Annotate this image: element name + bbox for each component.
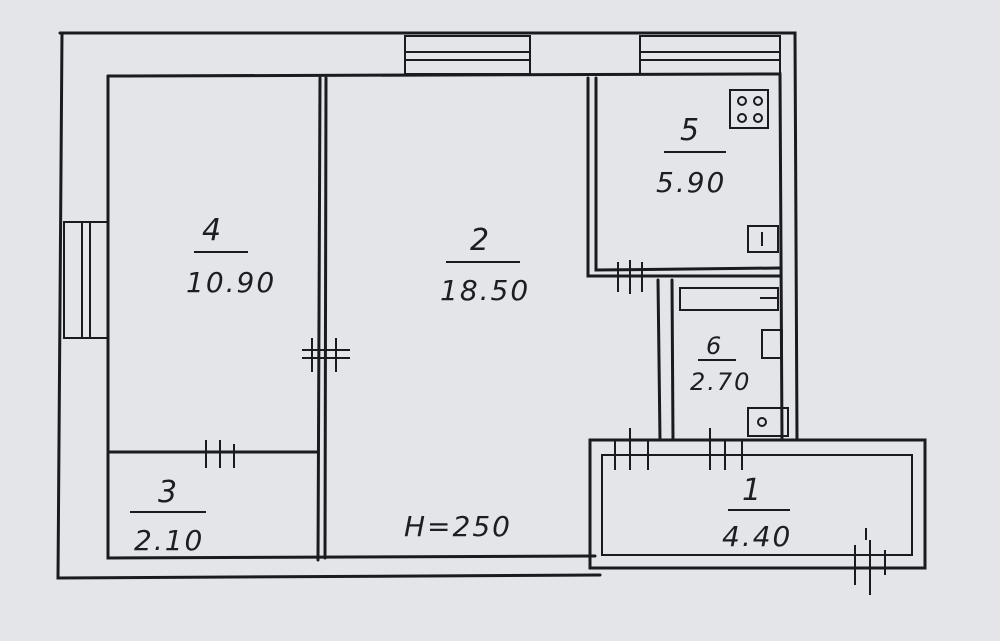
bathtub-icon <box>679 287 779 311</box>
window-left <box>63 221 109 339</box>
room-2-label: 2 18.50 <box>440 223 530 307</box>
room-number: 4 <box>202 213 221 248</box>
stove-icon <box>729 89 769 129</box>
room-4-label: 4 10.90 <box>186 213 276 299</box>
room-number: 5 <box>680 113 699 148</box>
window-top-right <box>639 35 781 75</box>
sink-icon <box>747 225 779 253</box>
room-area: 4.40 <box>722 520 792 553</box>
room-area: 10.90 <box>186 266 276 299</box>
toilet-icon <box>747 407 789 437</box>
room-area: 5.90 <box>656 166 726 199</box>
ceiling-height-label: H=250 <box>404 510 512 543</box>
interior-walls <box>106 76 782 562</box>
room-6-label: 6 2.70 <box>690 332 751 396</box>
room-3-label: 3 2.10 <box>130 475 206 557</box>
washbasin-icon <box>761 329 783 359</box>
room-5-label: 5 5.90 <box>656 113 726 199</box>
room-number: 6 <box>706 332 721 360</box>
room-area: 2.70 <box>690 368 751 396</box>
window-top-left <box>404 35 531 75</box>
room-number: 2 <box>470 223 489 258</box>
room-1-label: 1 4.40 <box>722 473 792 553</box>
room-area: 18.50 <box>440 274 530 307</box>
room-area: 2.10 <box>134 524 204 557</box>
room-number: 3 <box>158 475 177 510</box>
balcony <box>588 438 927 570</box>
room-number: 1 <box>742 473 761 508</box>
